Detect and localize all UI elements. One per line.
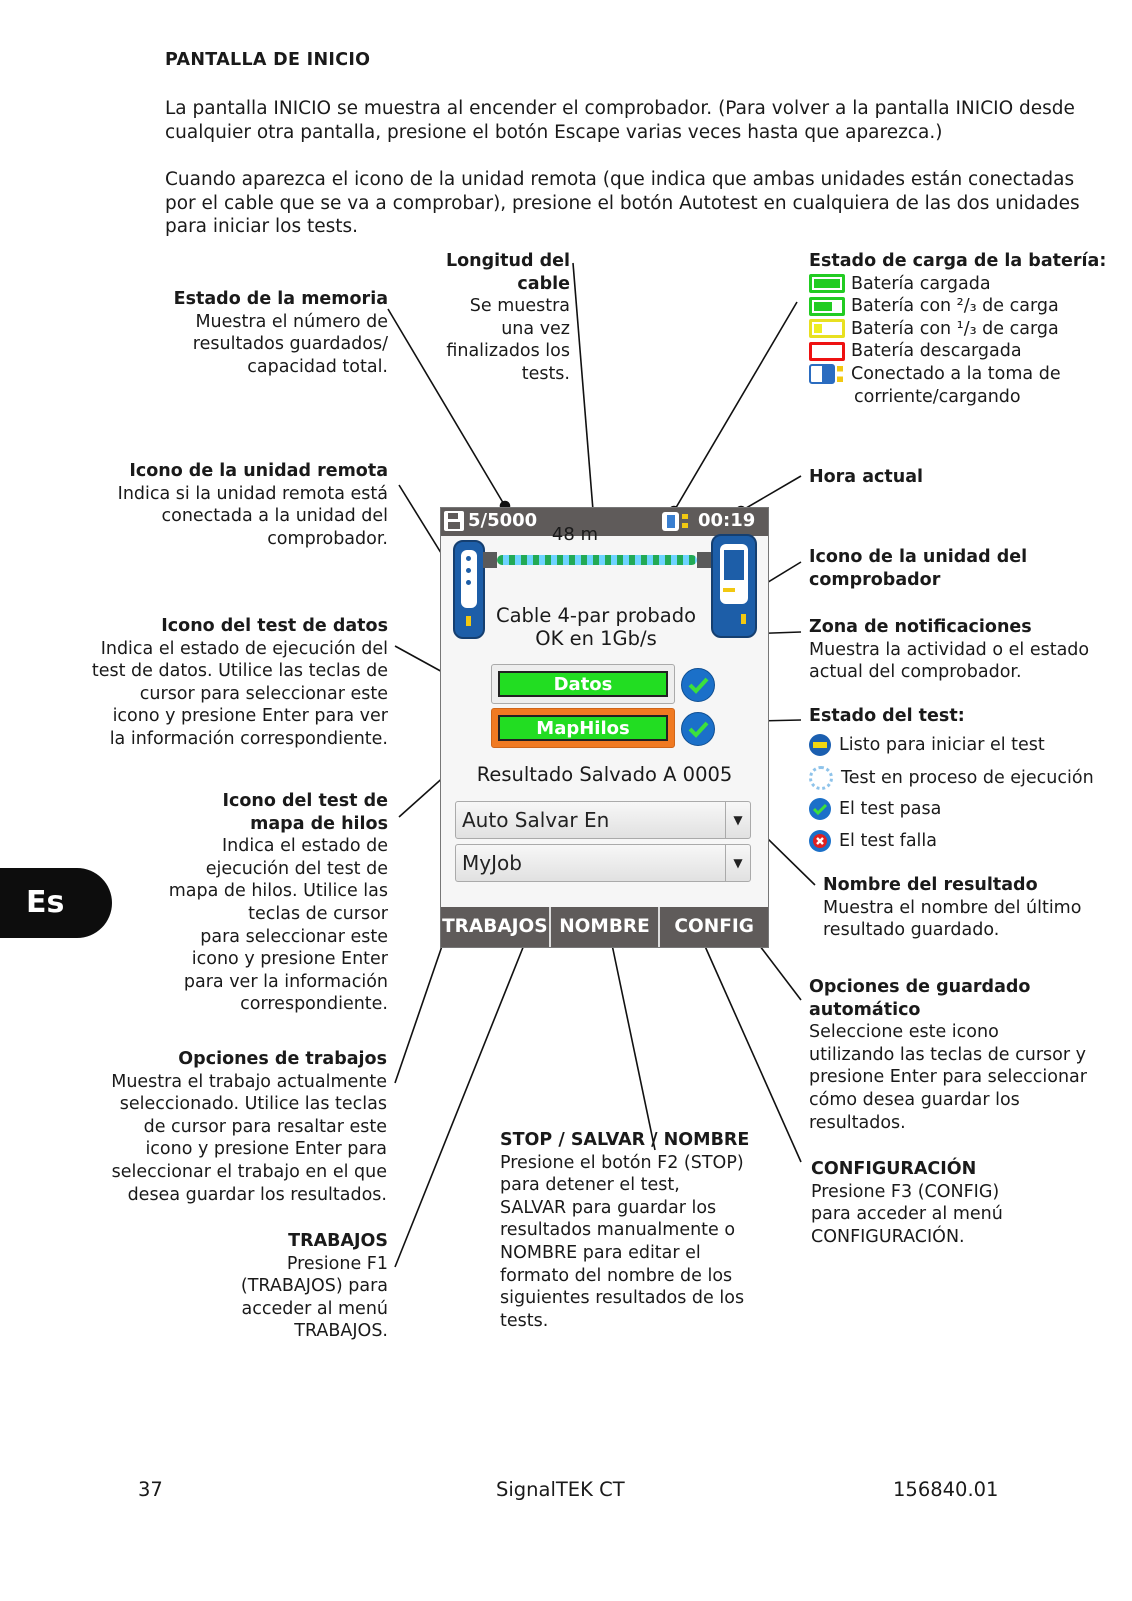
callout-memory: Estado de la memoria Muestra el número d… — [173, 289, 388, 377]
callout-data-test: Icono del test de datos Indica el estado… — [91, 616, 388, 749]
chevron-down-icon: ▼ — [725, 845, 750, 881]
status-ready-row: Listo para iniciar el test — [809, 733, 1129, 766]
cable-graphic — [497, 555, 697, 565]
pass-check-icon — [809, 797, 831, 820]
callout-stop-save-name: STOP / SALVAR / NOMBRE Presione el botón… — [500, 1130, 750, 1331]
clock: 00:19 — [698, 510, 756, 531]
battery-two-thirds-icon — [809, 296, 845, 316]
callout-jobs-key: TRABAJOS Presione F1 (TRABAJOS) para acc… — [240, 1231, 388, 1342]
callout-wiremap-test: Icono del test de mapa de hilos Indica e… — [168, 791, 388, 1015]
chevron-down-icon: ▼ — [725, 802, 750, 838]
intro-paragraph-2: Cuando aparezca el icono de la unidad re… — [165, 169, 1080, 237]
intro-paragraph-1: La pantalla INICIO se muestra al encende… — [165, 98, 1075, 143]
callout-tester-unit: Icono de la unidad del comprobador — [809, 547, 1028, 590]
function-key-bar: TRABAJOS NOMBRE CONFIG — [441, 907, 768, 947]
ready-icon — [809, 733, 831, 756]
battery-charging-row: Conectado a la toma de — [809, 363, 1127, 386]
data-test-button[interactable]: Datos — [491, 664, 675, 704]
memory-count: 5/5000 — [468, 510, 538, 531]
fail-x-icon — [809, 829, 831, 852]
callout-result-name: Nombre del resultado Muestra el nombre d… — [823, 875, 1082, 941]
wiremap-test-button[interactable]: MapHilos — [491, 708, 675, 748]
callout-test-status: Estado del test: Listo para iniciar el t… — [809, 705, 1129, 862]
job-select[interactable]: MyJob ▼ — [455, 844, 751, 882]
callout-remote-unit: Icono de la unidad remota Indica si la u… — [117, 461, 388, 549]
battery-empty-row: Batería descargada — [809, 340, 1127, 363]
status-pass-row: El test pasa — [809, 797, 1129, 830]
f2-name-key[interactable]: NOMBRE — [551, 907, 661, 947]
tester-unit-icon — [711, 534, 757, 638]
callout-cable-length: Longitud del cable Se muestra una vez fi… — [446, 251, 570, 384]
power-plug-icon — [662, 512, 679, 531]
callout-job-options: Opciones de trabajos Muestra el trabajo … — [111, 1049, 387, 1205]
data-pass-check-icon — [681, 668, 715, 702]
battery-one-third-icon — [809, 319, 845, 339]
status-running-row: Test en proceso de ejecución — [809, 765, 1129, 798]
page-heading: PANTALLA DE INICIO — [165, 50, 371, 70]
memory-icon — [444, 511, 464, 531]
callout-autosave: Opciones de guardado automático Seleccio… — [809, 977, 1087, 1133]
wiremap-pass-check-icon — [681, 712, 715, 746]
f3-config-key[interactable]: CONFIG — [674, 916, 754, 937]
battery-one-third-row: Batería con ¹/₃ de carga — [809, 318, 1127, 341]
spinner-icon — [809, 765, 833, 790]
battery-full-row: Batería cargada — [809, 273, 1127, 296]
product-name: SignalTEK CT — [496, 1478, 625, 1501]
battery-empty-icon — [809, 341, 845, 361]
status-fail-row: El test falla — [809, 829, 1129, 862]
saved-result-name: Resultado Salvado A 0005 — [476, 763, 733, 786]
callout-time: Hora actual — [809, 467, 924, 487]
callout-battery: Estado de carga de la batería: Batería c… — [809, 250, 1127, 408]
battery-full-icon — [809, 274, 845, 294]
autosave-select[interactable]: Auto Salvar En ▼ — [455, 801, 751, 839]
battery-two-thirds-row: Batería con ²/₃ de carga — [809, 295, 1127, 318]
power-plug-icon — [809, 363, 835, 384]
tester-screen: 5/5000 00:19 48 m Cable 4-par probado OK… — [440, 507, 769, 948]
status-bar: 5/5000 00:19 — [441, 508, 768, 536]
f1-jobs-key[interactable]: TRABAJOS — [441, 907, 551, 947]
language-tab: Es — [0, 868, 112, 938]
callout-config: CONFIGURACIÓN Presione F3 (CONFIG) para … — [811, 1159, 1003, 1247]
remote-unit-icon — [453, 540, 485, 639]
cable-length: 48 m — [551, 524, 599, 545]
page-number: 37 — [138, 1478, 163, 1501]
callout-notifications: Zona de notificaciones Muestra la activi… — [809, 617, 1090, 683]
document-code: 156840.01 — [893, 1478, 999, 1501]
notification-area: Cable 4-par probado OK en 1Gb/s — [495, 604, 697, 650]
